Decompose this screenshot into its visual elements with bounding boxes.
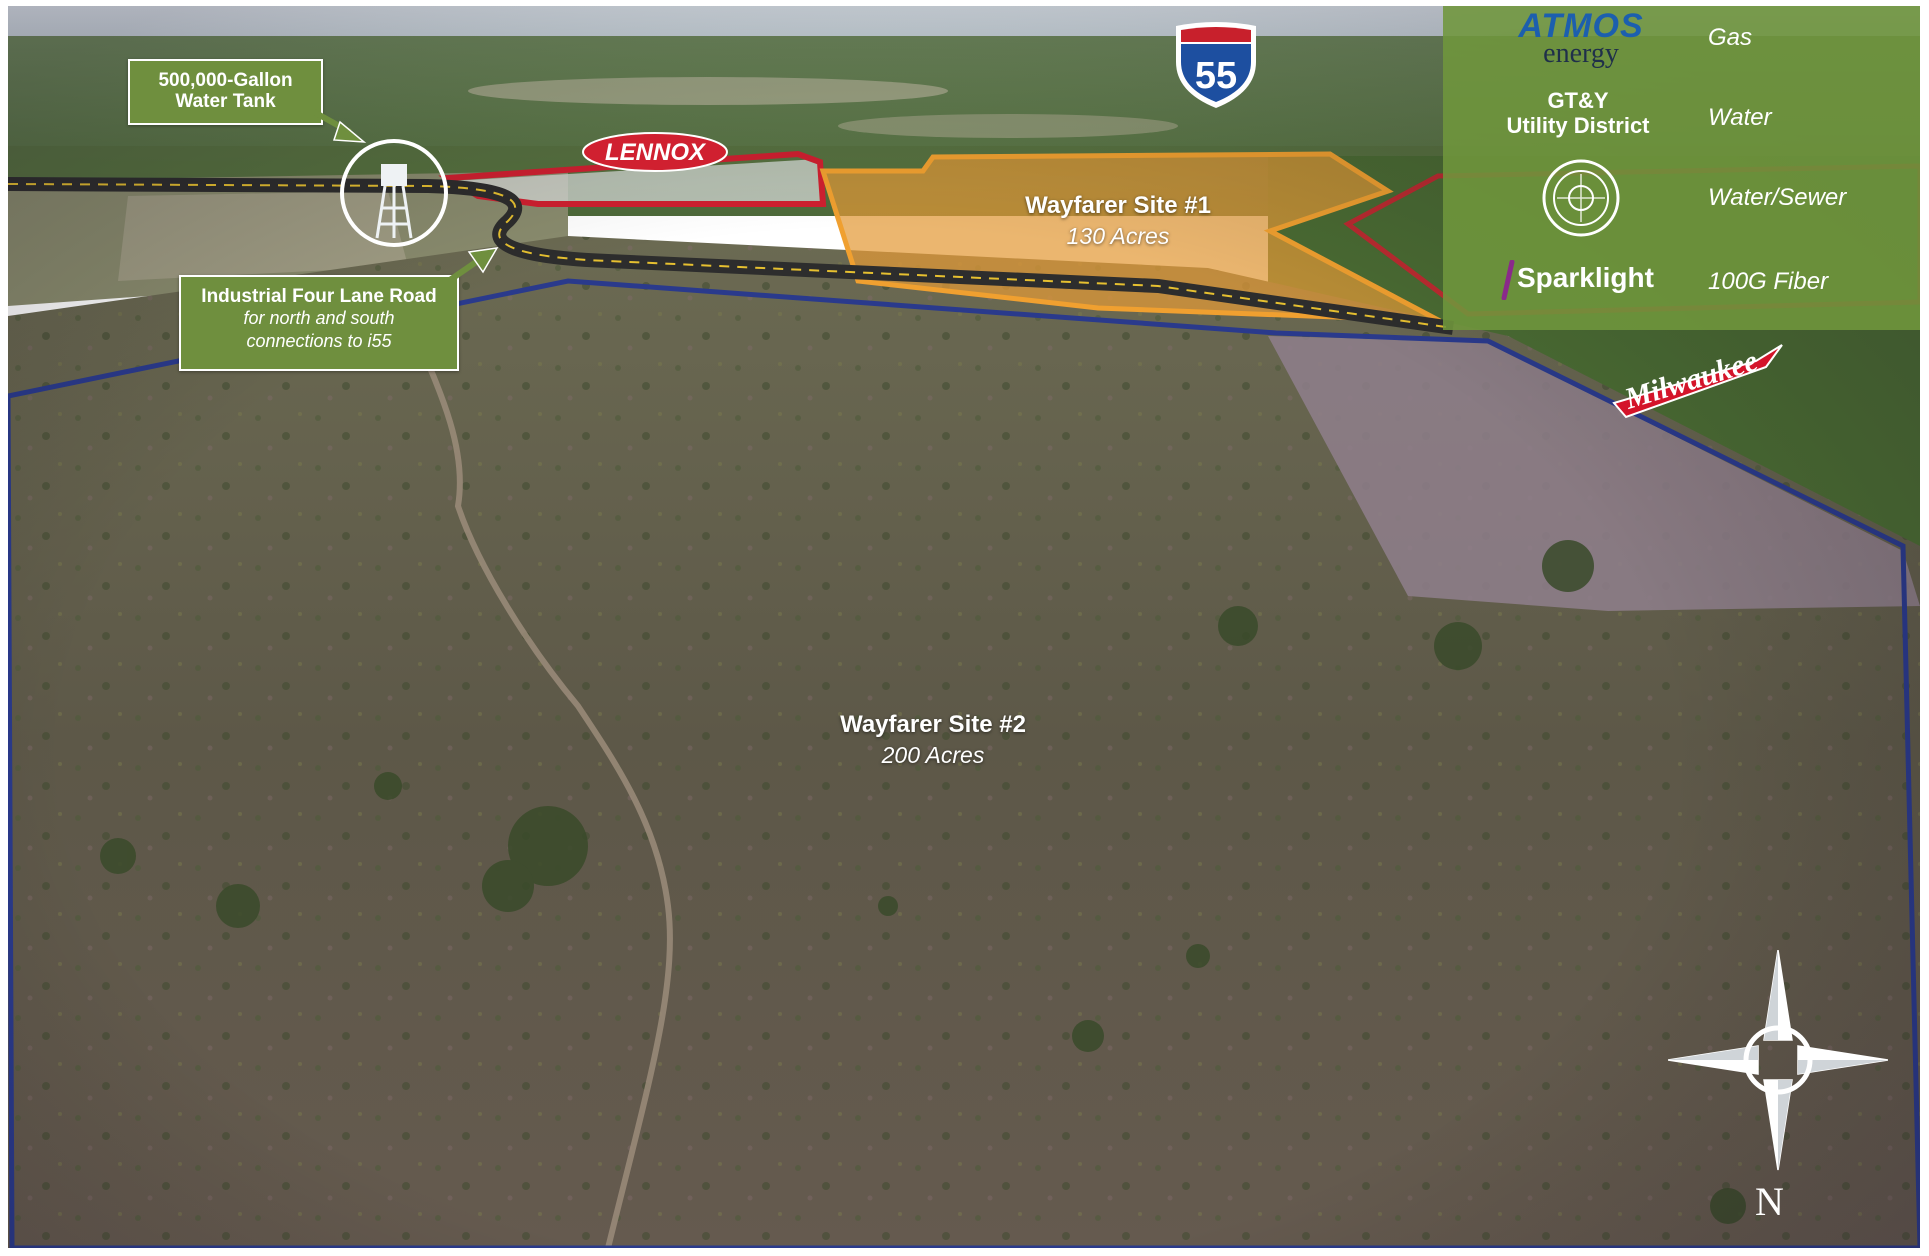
atmos-logo-bottom: energy xyxy=(1543,38,1619,69)
utility-row-gas: ATMOS energy Gas xyxy=(1443,6,1920,76)
utility-type-gas: Gas xyxy=(1708,24,1753,51)
compass-north-label: N xyxy=(1755,1179,1784,1224)
callout-arrow-icon xyxy=(312,109,367,143)
site-1-area: 130 Acres xyxy=(1066,223,1170,249)
lennox-logo: LENNOX xyxy=(582,132,728,172)
site-2-name: Wayfarer Site #2 xyxy=(840,711,1026,738)
gty-name-top: GT&Y xyxy=(1547,88,1609,113)
utility-panel: ATMOS energy Gas GT&Y Utility District W… xyxy=(1443,6,1920,330)
lennox-logo-text: LENNOX xyxy=(605,139,707,166)
aerial-map: 500,000-Gallon Water Tank Industrial Fou… xyxy=(8,6,1920,1248)
callout-arrow-icon xyxy=(445,247,499,285)
road-callout-title: Industrial Four Lane Road xyxy=(201,286,437,307)
road-callout-sub2: connections to i55 xyxy=(246,331,392,351)
milwaukee-logo: Milwaukee xyxy=(1612,344,1783,419)
water-tank-callout-line2: Water Tank xyxy=(175,91,276,112)
sparklight-icon xyxy=(1501,260,1515,300)
interstate-number: 55 xyxy=(1195,55,1237,97)
site-1-name: Wayfarer Site #1 xyxy=(1025,192,1211,219)
utility-type-water-sewer: Water/Sewer xyxy=(1708,184,1847,211)
water-tank-callout-line1: 500,000-Gallon xyxy=(158,70,293,91)
utility-row-water: GT&Y Utility District Water xyxy=(1443,82,1920,146)
gty-name-bottom: Utility District xyxy=(1506,113,1650,138)
site-1-label: Wayfarer Site #1 130 Acres xyxy=(968,192,1268,250)
compass-rose-icon xyxy=(1668,950,1888,1171)
water-tank-callout: 500,000-Gallon Water Tank xyxy=(128,59,323,125)
site-2-area: 200 Acres xyxy=(881,742,985,768)
utility-type-fiber: 100G Fiber xyxy=(1708,268,1829,295)
atmos-logo-top: ATMOS xyxy=(1518,7,1644,45)
city-seal-icon xyxy=(1542,159,1620,237)
sparklight-name: Sparklight xyxy=(1517,262,1654,293)
water-tank-icon xyxy=(340,139,448,247)
road-callout-sub1: for north and south xyxy=(243,308,395,328)
utility-row-fiber: Sparklight 100G Fiber xyxy=(1443,252,1920,312)
utility-type-water: Water xyxy=(1708,104,1772,131)
utility-row-water-sewer: Water/Sewer xyxy=(1443,156,1920,242)
milwaukee-logo-text: Milwaukee xyxy=(1620,344,1761,416)
road-callout: Industrial Four Lane Road for north and … xyxy=(179,275,459,371)
site-2-label: Wayfarer Site #2 200 Acres xyxy=(783,711,1083,769)
interstate-shield-icon: 55 xyxy=(1176,22,1256,108)
